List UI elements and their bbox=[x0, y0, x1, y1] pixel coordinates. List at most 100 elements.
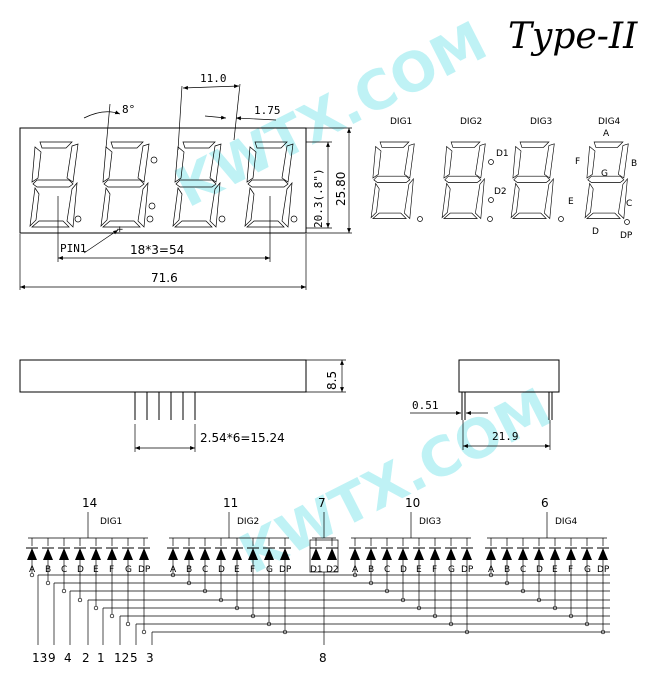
pins bbox=[134, 392, 196, 420]
dim-segment-width: 1.75 bbox=[254, 104, 281, 117]
side-view-left: 2.54*6=15.24 8.5 bbox=[19, 359, 346, 452]
led-diode bbox=[107, 548, 117, 560]
watermark-top: KWTX.COM bbox=[165, 9, 496, 219]
led-diode bbox=[280, 548, 290, 560]
common-pin-number: 11 bbox=[223, 496, 238, 510]
label-dp: DP bbox=[620, 231, 633, 241]
led-diode bbox=[216, 548, 226, 560]
led-diode bbox=[232, 548, 242, 560]
common-pin-number: 10 bbox=[405, 496, 420, 510]
junction bbox=[45, 580, 51, 586]
digit-label: DIG4 bbox=[555, 517, 578, 527]
segment-label: D bbox=[218, 565, 225, 575]
dim-pin-pitch: 2.54*6=15.24 bbox=[200, 431, 285, 445]
label-d1: D1 bbox=[496, 149, 509, 159]
dim-total-width: 71.6 bbox=[151, 271, 178, 285]
dp-dot-1 bbox=[74, 215, 82, 223]
led-diode bbox=[59, 548, 69, 560]
led-diode bbox=[168, 548, 178, 560]
led-diode bbox=[518, 548, 528, 560]
dim-digit-height: 20.3(.8") bbox=[312, 168, 325, 228]
segment-label: D bbox=[77, 565, 84, 575]
led-diode bbox=[382, 548, 392, 560]
segment-label: A bbox=[29, 565, 36, 575]
led-diode bbox=[598, 548, 608, 560]
segment-label: G bbox=[448, 565, 455, 575]
colon-pin-number: 8 bbox=[319, 651, 327, 665]
led-diode bbox=[248, 548, 258, 560]
ident-digit-2 bbox=[441, 141, 486, 219]
digit-label: DIG2 bbox=[237, 517, 259, 527]
segment-label: F bbox=[568, 565, 573, 575]
common-pin-number: 6 bbox=[541, 496, 549, 510]
led-diode bbox=[123, 548, 133, 560]
bottom-pin-number: 2 bbox=[82, 651, 90, 665]
junction bbox=[77, 597, 83, 603]
led-diode bbox=[550, 548, 560, 560]
led-diode bbox=[566, 548, 576, 560]
junction bbox=[125, 621, 131, 627]
led-diode bbox=[350, 548, 360, 560]
front-digit-2 bbox=[100, 141, 150, 228]
dim-total-height: 25.80 bbox=[334, 172, 348, 206]
led-diode bbox=[75, 548, 85, 560]
label-d: D bbox=[592, 227, 599, 237]
dim-row-spacing: 21.9 bbox=[492, 430, 519, 443]
dp-dot-4 bbox=[290, 215, 298, 223]
led-diode bbox=[200, 548, 210, 560]
ident-digit-1 bbox=[370, 141, 415, 219]
led-diode bbox=[502, 548, 512, 560]
bottom-pin-number: 13 bbox=[32, 651, 47, 665]
ident-dig2: DIG2 bbox=[460, 117, 482, 127]
bottom-pin-number: 1 bbox=[97, 651, 105, 665]
segment-label: F bbox=[432, 565, 437, 575]
bottom-pin-number: 4 bbox=[64, 651, 72, 665]
dp-dot-3 bbox=[218, 215, 226, 223]
segment-identification: DIG1 DIG2 DIG3 DIG4 D1 D2 A B C D E F G … bbox=[370, 117, 637, 241]
led-diode bbox=[486, 548, 496, 560]
dim-angle: 8° bbox=[122, 103, 135, 116]
colon-dot-upper bbox=[150, 156, 158, 164]
led-diode bbox=[414, 548, 424, 560]
digit-label: DIG3 bbox=[419, 517, 441, 527]
side-view-right: 0.51 21.9 bbox=[410, 359, 560, 450]
segment-label: A bbox=[170, 565, 177, 575]
bottom-pin-number: 3 bbox=[146, 651, 154, 665]
watermark-bottom: KWTX.COM bbox=[230, 376, 561, 586]
ident-digit-3 bbox=[510, 141, 555, 219]
segment-label: G bbox=[266, 565, 273, 575]
segment-label: DP bbox=[138, 565, 151, 575]
ident-digit-4 bbox=[584, 141, 629, 219]
label-a: A bbox=[603, 129, 610, 139]
common-pin-number: 14 bbox=[82, 496, 97, 510]
segment-label: D bbox=[536, 565, 543, 575]
led-diode bbox=[366, 548, 376, 560]
junction bbox=[61, 588, 67, 594]
bottom-pin-number: 12 bbox=[114, 651, 129, 665]
segment-label: DP bbox=[279, 565, 292, 575]
led-diode bbox=[27, 548, 37, 560]
label-f: F bbox=[575, 157, 580, 167]
label-e: E bbox=[568, 197, 574, 207]
junction bbox=[29, 572, 35, 578]
dim-digit-width: 11.0 bbox=[200, 72, 227, 85]
led-diode bbox=[446, 548, 456, 560]
led-diode bbox=[311, 548, 321, 560]
label-c: C bbox=[626, 199, 632, 209]
junction bbox=[93, 605, 99, 611]
led-diode bbox=[398, 548, 408, 560]
pin1-marker: + bbox=[116, 225, 124, 235]
dim-pin-diameter: 0.51 bbox=[412, 399, 439, 412]
segment-label: DP bbox=[597, 565, 610, 575]
segment-label: DP bbox=[461, 565, 474, 575]
display-body-outline bbox=[19, 127, 307, 234]
ident-dig1: DIG1 bbox=[390, 117, 412, 127]
led-diode bbox=[264, 548, 274, 560]
junction bbox=[109, 613, 115, 619]
segment-label: D bbox=[400, 565, 407, 575]
label-b: B bbox=[631, 159, 637, 169]
label-d2: D2 bbox=[494, 187, 507, 197]
common-pin-number: 7 bbox=[318, 496, 326, 510]
colon-dot-lower bbox=[148, 202, 156, 210]
